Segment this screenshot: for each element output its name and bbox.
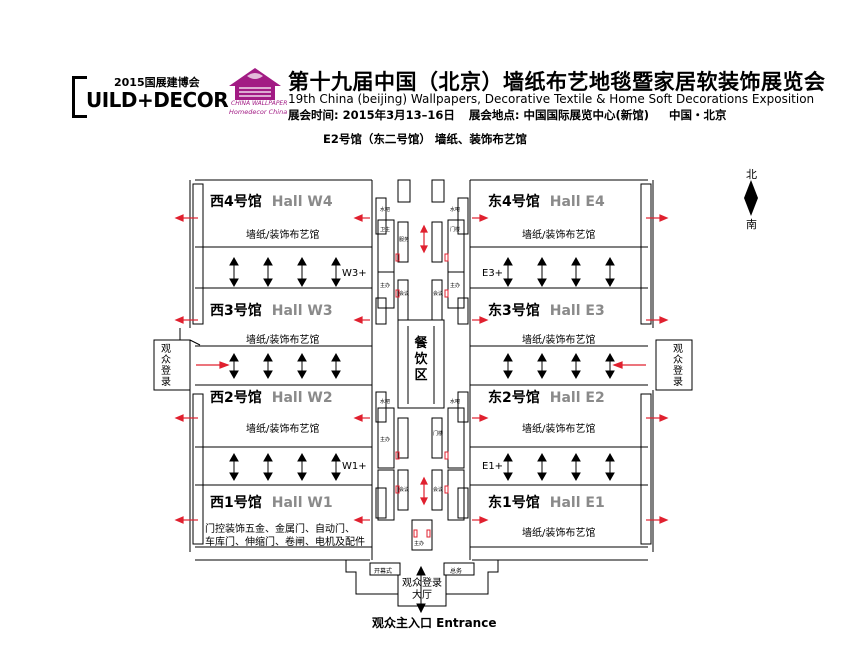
hall-w3-sub: 墙纸/装饰布艺馆: [246, 335, 320, 346]
north-label: 北: [746, 168, 757, 181]
compass-diamond-icon: [744, 180, 758, 216]
visitor-reg-right: 观众登录: [673, 344, 683, 388]
compass: 北 南: [738, 166, 768, 236]
office-label-4: 主办: [414, 541, 425, 547]
title-chinese: 第十九届中国（北京）墙纸布艺地毯暨家居软装饰展览会: [288, 70, 826, 94]
build-decor-logo: 2015国展建博会 UILD+DECOR: [72, 70, 229, 120]
water-bar-label-ne: 水吧: [450, 207, 461, 213]
hall-w1-sub2: 车库门、伸缩门、卷闸、电机及配件: [205, 537, 365, 548]
dining-area-label: 餐饮区: [414, 336, 428, 383]
logo-cw-line2: Homedecor China: [229, 108, 288, 116]
connector-w1: W1+: [342, 461, 367, 472]
red-exit-arrows: [174, 214, 669, 524]
south-label: 南: [746, 218, 757, 231]
entry-label-1: 门楼: [450, 227, 461, 233]
place-label: 展会地点:: [468, 108, 520, 122]
visitor-reg-left: 观众登录: [161, 344, 171, 388]
china-wallpaper-logo: CHINA WALLPAPER Homedecor China: [225, 66, 288, 122]
time-value: 2015年3月13–16日: [342, 108, 455, 122]
hall-w4-sub: 墙纸/装饰布艺馆: [246, 230, 320, 241]
main-entrance-label: 观众主入口 Entrance: [372, 616, 497, 630]
meeting-label-4: 会议: [433, 487, 444, 493]
city-value: 中国・北京: [669, 108, 727, 122]
connector-w3: W3+: [342, 268, 367, 279]
logo-cw-line1: CHINA WALLPAPER: [231, 100, 288, 107]
bidirectional-arrows-w34: [229, 256, 341, 288]
entry-label-2: 门楼: [433, 431, 444, 437]
house-logo-icon: [229, 68, 281, 100]
connector-e1: E1+: [482, 461, 504, 472]
lobby-left-box-label: 开幕式: [374, 568, 393, 575]
water-bar-label-nw: 水吧: [380, 207, 391, 213]
place-value: 中国国际展览中心(新馆): [523, 108, 650, 122]
hall-e2-sub: 墙纸/装饰布艺馆: [522, 424, 596, 435]
time-label: 展会时间:: [288, 108, 339, 122]
water-bar-label-sw: 水吧: [380, 399, 391, 405]
office-label-2: 主办: [450, 283, 461, 289]
meeting-label-1: 会议: [399, 291, 410, 297]
connector-e3: E3+: [482, 268, 504, 279]
toilet-label-1: 卫生: [380, 227, 391, 233]
hall-w1-sub1: 门控装饰五金、金属门、自动门、: [205, 524, 355, 535]
lobby-right-box-label: 总务: [450, 568, 463, 575]
water-bar-label-se: 水吧: [450, 399, 461, 405]
hall-line: E2号馆（东二号馆） 墙纸、装饰布艺馆: [323, 132, 527, 146]
meeting-label-3: 会议: [399, 487, 410, 493]
logo-b-mark: [72, 76, 87, 118]
hall-e4-sub: 墙纸/装饰布艺馆: [522, 230, 596, 241]
hall-e3-sub: 墙纸/装饰布艺馆: [522, 335, 596, 346]
lobby-label: 观众登录大厅: [402, 578, 442, 601]
hall-w2-sub: 墙纸/装饰布艺馆: [246, 424, 320, 435]
hall-e1-sub: 墙纸/装饰布艺馆: [522, 528, 596, 539]
logo-year-text: 2015国展建博会: [114, 76, 200, 89]
service-label-1: 服务: [399, 237, 410, 243]
info-line: 展会时间:2015年3月13–16日 展会地点:中国国际展览中心(新馆) 中国・…: [288, 107, 731, 123]
title-english: 19th China (beijing) Wallpapers, Decorat…: [288, 92, 815, 106]
logo-build-text: UILD+DECOR: [86, 88, 229, 112]
office-label-1: 主办: [380, 283, 391, 289]
office-label-3: 主办: [380, 437, 391, 443]
meeting-label-2: 会议: [433, 291, 444, 297]
